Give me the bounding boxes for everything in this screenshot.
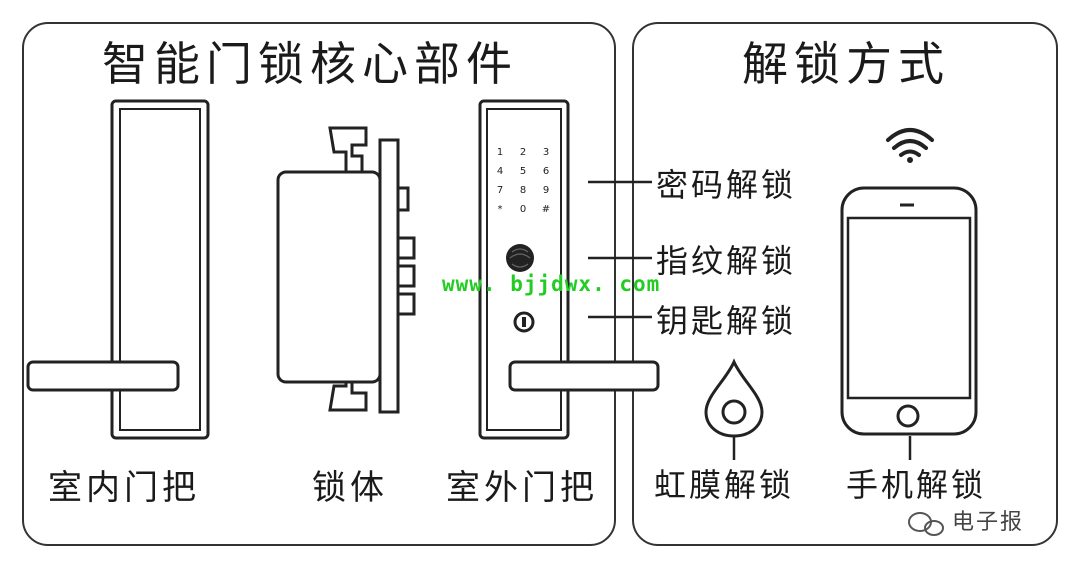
keypad-key: 3: [543, 147, 549, 158]
outdoor-handle-label: 室外门把: [446, 468, 598, 508]
keypad-key: #: [542, 204, 550, 215]
smartphone-icon: [840, 186, 978, 460]
lock-body-illustration: [276, 126, 416, 414]
password-unlock-label: 密码解锁: [656, 166, 797, 204]
source-mark: 电子报: [912, 504, 1024, 536]
keypad-key: 9: [543, 185, 549, 196]
fingerprint-icon: [506, 244, 534, 272]
keypad-key: 1: [497, 147, 503, 158]
keypad-key: 4: [497, 166, 503, 177]
key-unlock-label: 钥匙解锁: [656, 302, 797, 340]
keypad-key: 7: [497, 185, 503, 196]
keypad-key: 0: [520, 204, 526, 215]
keypad-key: 2: [520, 147, 526, 158]
keypad-key: 8: [520, 185, 526, 196]
wechat-icon: [908, 512, 944, 536]
keypad-key: 6: [543, 166, 549, 177]
iris-unlock-label: 虹膜解锁: [654, 466, 795, 504]
keypad-key: 5: [520, 166, 526, 177]
keypad-key: *: [498, 204, 503, 215]
website-watermark: www. bjjdwx. com: [442, 272, 661, 296]
keyhole-icon: [513, 311, 535, 333]
phone-unlock-label: 手机解锁: [846, 466, 987, 504]
wifi-icon: [886, 128, 934, 163]
outdoor-handle-illustration: [478, 99, 660, 440]
source-label: 电子报: [952, 510, 1025, 535]
unlock-methods-title: 解锁方式: [742, 37, 950, 91]
indoor-handle-illustration: [26, 99, 210, 440]
iris-tag-icon: [704, 358, 764, 460]
keypad: 1 2 3 4 5 6 7 8 9 * 0 #: [497, 147, 550, 215]
callout-lines: [588, 180, 652, 319]
core-components-title: 智能门锁核心部件: [102, 37, 518, 91]
fingerprint-unlock-label: 指纹解锁: [656, 242, 797, 280]
indoor-handle-label: 室内门把: [48, 468, 200, 508]
lock-body-label: 锁体: [312, 468, 388, 508]
